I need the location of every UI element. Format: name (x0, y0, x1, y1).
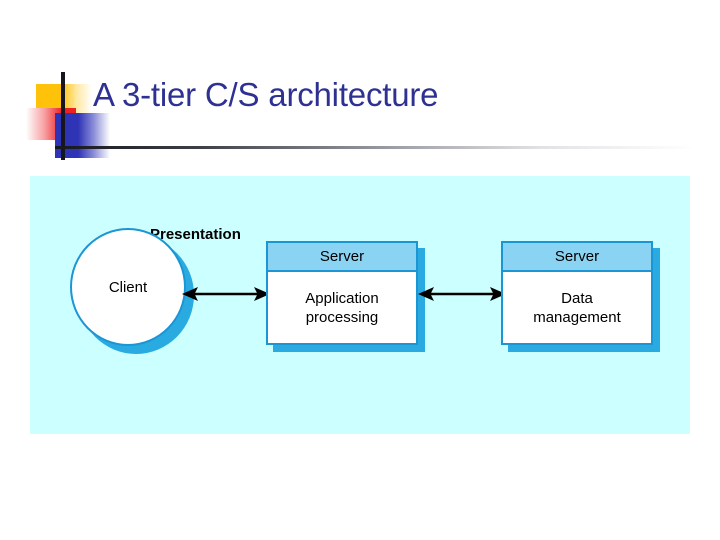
data-server-box: Server Data management (501, 241, 653, 345)
decoration-red-square (26, 108, 76, 140)
connector-client-to-application (182, 287, 270, 301)
data-server-body-line-2: management (533, 308, 621, 326)
decoration-blue-square (55, 113, 110, 158)
decoration-vertical-rule (61, 72, 65, 160)
application-server-body-line-2: processing (305, 308, 379, 326)
application-server-body-line-1: Application (305, 289, 379, 307)
application-server-box: Server Application processing (266, 241, 418, 345)
annotation-presentation: Presentation (150, 226, 241, 243)
application-server-body-text: Application processing (305, 289, 378, 327)
application-server-header: Server (268, 243, 416, 272)
data-server-header: Server (503, 243, 651, 272)
decoration-yellow-square (36, 84, 92, 115)
application-server-body: Application processing (268, 272, 416, 343)
page-title: A 3-tier C/S architecture (93, 76, 439, 113)
client-ellipse: Client (70, 228, 186, 346)
data-server-body-line-1: Data (561, 289, 593, 307)
decoration-horizontal-rule (55, 146, 695, 149)
connector-application-to-data (418, 287, 506, 301)
data-server-body: Data management (503, 272, 651, 343)
diagram-panel: Presentation Client Server Application p… (30, 176, 690, 434)
client-label: Client (108, 278, 148, 296)
data-server-body-text: Data management (533, 289, 621, 327)
